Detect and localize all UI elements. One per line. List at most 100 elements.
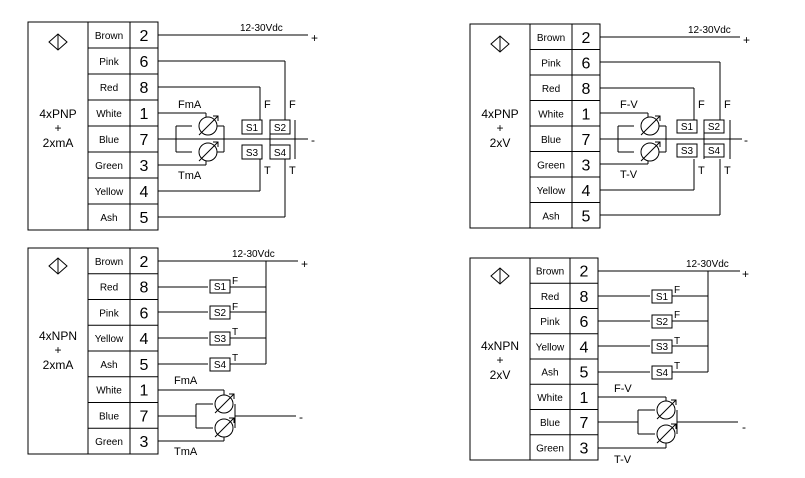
meter-symbol [656,423,677,444]
pin-number: 3 [580,440,589,457]
pin-number: 6 [140,54,149,71]
switch-box [676,143,698,158]
switch-box [269,119,291,135]
sensor-block [27,21,89,231]
model-line-1: 4xNPN [39,329,77,343]
supply-label: 12-30Vdc [240,23,283,34]
switch-label: S1 [246,123,259,134]
pin-number: 7 [582,132,591,149]
pin-number: 1 [582,106,591,123]
wire-color-label: Brown [95,31,123,42]
plus-label: + [743,33,750,47]
meter-symbol [198,115,219,136]
switch-label: S4 [656,368,669,379]
pin-number: 7 [140,408,149,425]
pin-number: 6 [582,55,591,72]
wire-color-label: Ash [100,213,117,224]
switch-label: S1 [214,282,227,293]
pin-number: 1 [140,383,149,400]
wire-color-label: Green [537,160,565,171]
pin-number: 5 [140,357,149,374]
switch-label: S2 [708,122,721,133]
switch-box [241,119,263,135]
model-line-2: + [496,353,503,367]
pin-number: 3 [582,157,591,174]
wire-color-label: Brown [536,267,564,278]
pin-number: 5 [580,365,589,382]
pin-number: 8 [140,80,149,97]
supply-label: 12-30Vdc [232,249,275,260]
wire-color-label: White [96,386,122,397]
analog-top-label: FmA [178,99,202,111]
meter-symbol [640,115,661,136]
sensor-icon [48,33,68,51]
switch-label: S3 [656,342,669,353]
flag-label: F [232,276,238,287]
model-line-3: 2xmA [43,136,74,150]
sensor-block [469,23,531,229]
switch-box [241,144,263,160]
wire-color-label: Pink [541,58,561,69]
flag-label: F [674,310,680,321]
model-line-3: 2xV [490,368,511,382]
supply-label: 12-30Vdc [688,25,731,36]
switch-label: S2 [214,308,227,319]
wire-color-label: Blue [99,411,119,422]
wire-color-label: Ash [542,211,559,222]
wire-color-label: Pink [99,57,119,68]
pin-number: 3 [140,434,149,451]
analog-top-label: F-V [614,383,632,395]
pin-number: 5 [140,210,149,227]
switch-box [676,119,698,134]
switch-box [209,279,231,294]
pin-number: 2 [140,28,149,45]
wire-color-label: Green [95,437,123,448]
switch-label: S1 [681,122,694,133]
flag-label: T [698,165,705,177]
pin-number: 1 [140,106,149,123]
switch-box [209,305,231,320]
minus-label: - [742,420,746,434]
pin-number: 4 [140,184,149,201]
pin-number: 4 [140,331,149,348]
plus-label: + [742,267,749,281]
wire-color-label: Blue [99,135,119,146]
wire-color-label: Blue [540,418,560,429]
pin-number: 2 [580,264,589,281]
switch-box [209,357,231,372]
flag-label: F [264,99,271,111]
pin-number: 8 [580,289,589,306]
analog-bottom-label: TmA [174,446,198,458]
pin-number: 8 [140,280,149,297]
wire-color-label: Ash [100,360,117,371]
flag-label: T [674,336,680,347]
switch-label: S3 [214,334,227,345]
analog-bottom-label: T-V [620,169,638,181]
pin-number: 6 [580,314,589,331]
flag-label: T [674,361,680,372]
wire-color-label: Green [536,443,564,454]
flag-label: F [289,99,296,111]
sensor-icon [48,257,68,275]
analog-top-label: FmA [174,375,198,387]
switch-label: S4 [708,146,721,157]
wire-color-label: Pink [540,317,560,328]
flag-label: T [232,353,238,364]
pin-number: 6 [140,305,149,322]
wire-color-label: Red [100,283,118,294]
flag-label: T [264,165,271,177]
pin-number: 1 [580,390,589,407]
sensor-block [469,257,531,461]
minus-label: - [299,410,303,424]
pin-number: 5 [582,208,591,225]
minus-label: - [311,133,315,147]
wire-color-label: Pink [99,308,119,319]
switch-box [651,339,673,354]
switch-box [703,143,725,158]
meter-symbol [214,417,235,438]
switch-box [651,289,673,304]
